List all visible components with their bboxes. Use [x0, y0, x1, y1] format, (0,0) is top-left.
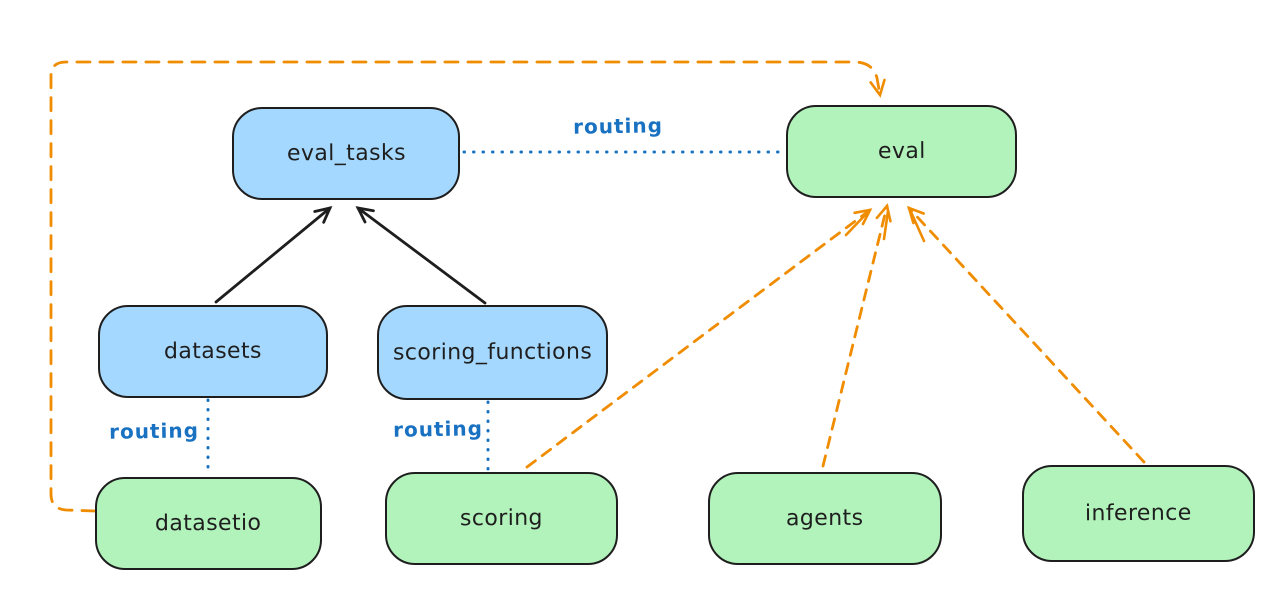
node-agents: agents [708, 472, 942, 565]
sketch-arrowhead-stroke [844, 211, 869, 237]
node-inference: inference [1022, 465, 1255, 562]
sketch-arrowhead-stroke [882, 209, 890, 241]
node-eval: eval [786, 105, 1017, 198]
routing-label-eval-tasks-eval: routing [572, 113, 664, 139]
edge-scoring-functions-to-eval-tasks [355, 206, 487, 305]
edge-datasets-to-eval-tasks [214, 206, 333, 304]
node-scoring-functions-label: scoring_functions [392, 339, 593, 366]
node-datasets: datasets [98, 305, 328, 398]
routing-label-datasets-datasetio: routing [108, 418, 200, 444]
node-scoring-functions: scoring_functions [377, 305, 608, 400]
edge-agents-to-eval [821, 203, 892, 468]
node-eval-tasks-label: eval_tasks [286, 140, 406, 167]
edge-inference-to-eval [907, 205, 1146, 464]
node-inference-label: inference [1085, 500, 1192, 527]
node-eval-tasks: eval_tasks [232, 107, 460, 200]
edge-datasetio-to-eval [49, 60, 886, 513]
node-datasetio: datasetio [95, 477, 322, 570]
node-scoring: scoring [385, 472, 618, 565]
node-scoring-label: scoring [459, 505, 544, 532]
node-eval-label: eval [877, 138, 926, 165]
routing-label-scoring-functions-scoring: routing [392, 416, 484, 442]
node-datasets-label: datasets [164, 338, 262, 365]
node-agents-label: agents [786, 505, 864, 532]
edge-scoring-to-eval [525, 208, 873, 469]
sketch-arrowhead-stroke [909, 210, 926, 243]
node-datasetio-label: datasetio [155, 510, 262, 537]
